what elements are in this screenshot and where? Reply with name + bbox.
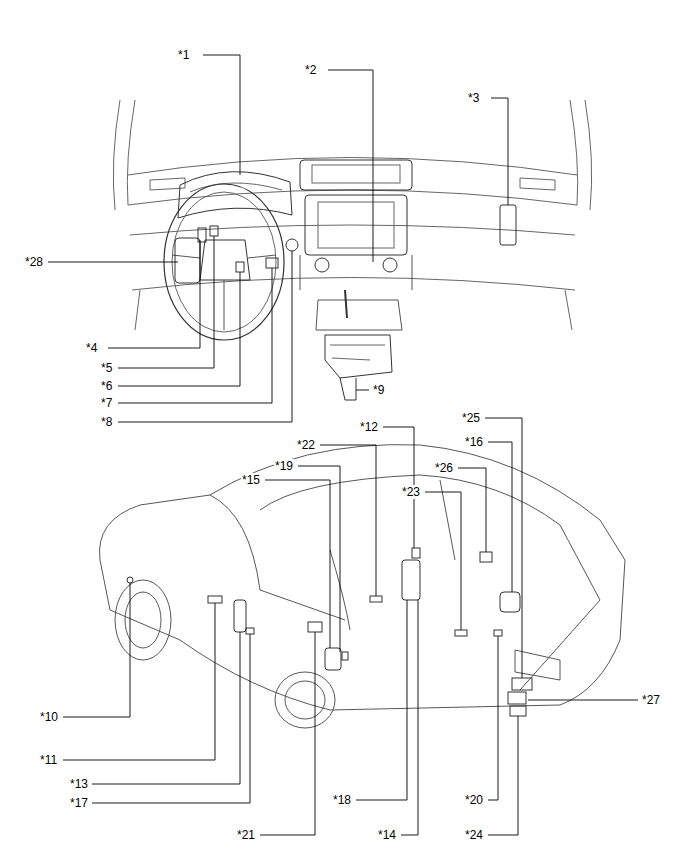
callout-number: *25 [461, 411, 481, 425]
callout-number: *17 [69, 796, 89, 810]
callout-number: *3 [467, 91, 480, 105]
callout-number: *14 [377, 828, 397, 842]
callout-number: *18 [332, 793, 352, 807]
callout-number: *2 [304, 63, 317, 77]
callout-number: *16 [464, 435, 484, 449]
callout-number: *9 [372, 383, 385, 397]
callout-number: *19 [274, 459, 294, 473]
callout-number: *28 [24, 255, 44, 269]
callout-number: *13 [69, 777, 89, 791]
callout-number: *10 [39, 710, 59, 724]
callout-number: *15 [241, 473, 261, 487]
callout-number: *11 [39, 753, 58, 767]
callout-number: *12 [359, 420, 379, 434]
callout-number: *21 [236, 828, 256, 842]
callout-number: *20 [464, 793, 484, 807]
callout-number: *6 [100, 379, 113, 393]
callout-number: *1 [177, 48, 190, 62]
callout-number: *22 [296, 438, 316, 452]
callout-number: *7 [100, 396, 113, 410]
callout-number: *5 [100, 361, 113, 375]
callout-number: *4 [85, 341, 98, 355]
callout-number: *27 [641, 693, 661, 707]
callout-number: *8 [100, 415, 113, 429]
callout-number: *24 [464, 828, 484, 842]
callout-number: *26 [434, 461, 454, 475]
callout-number: *23 [401, 485, 421, 499]
